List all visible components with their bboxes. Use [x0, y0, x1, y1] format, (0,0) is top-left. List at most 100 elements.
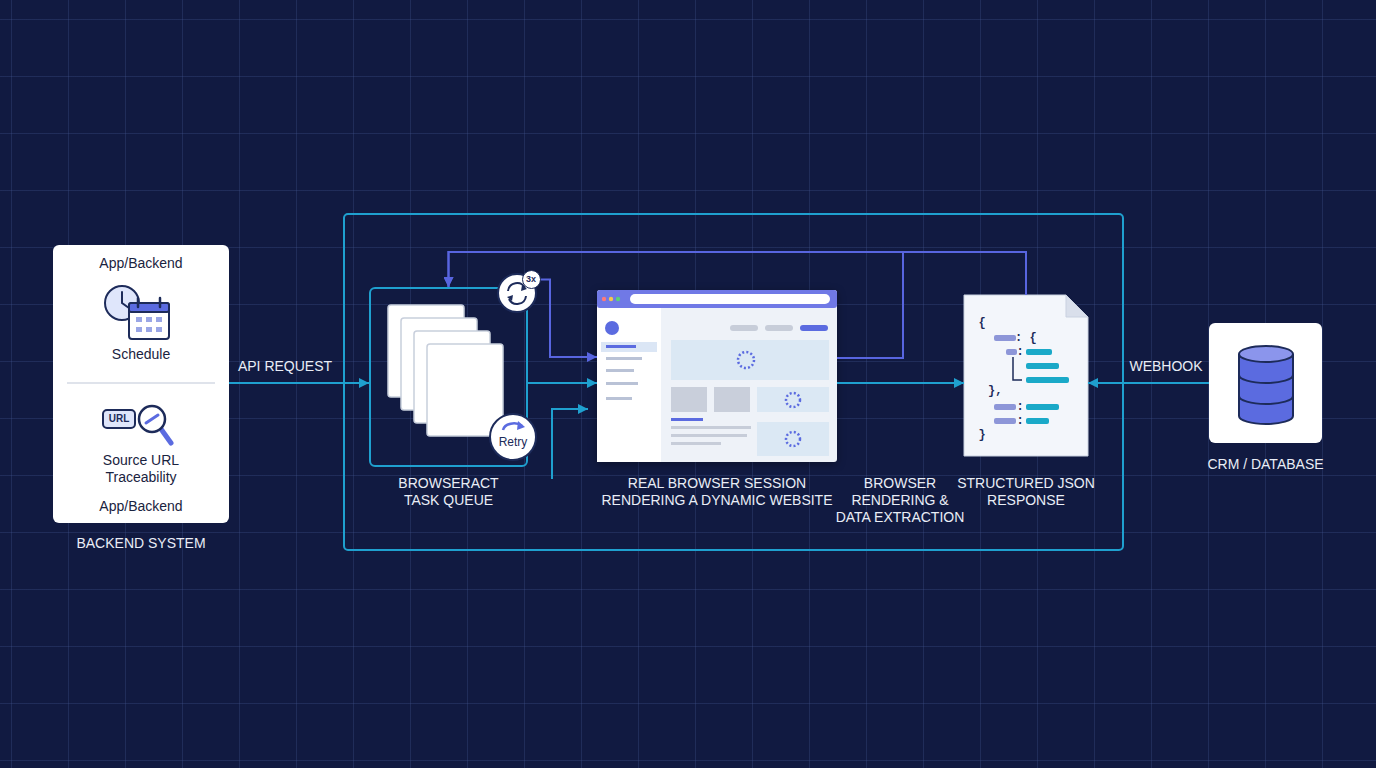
refresh-arc	[509, 296, 526, 304]
content-block	[714, 387, 750, 412]
node-label: App/Backend	[53, 255, 229, 272]
task-card	[414, 331, 490, 423]
calendar-ring	[159, 298, 162, 307]
text-line	[671, 434, 747, 437]
node-label: Schedule	[53, 346, 229, 363]
json-brace: },	[988, 384, 1006, 398]
connector	[449, 252, 904, 358]
window-dot	[616, 297, 620, 301]
task-card	[388, 305, 464, 397]
menu-line	[606, 382, 638, 385]
json-value	[1026, 349, 1052, 355]
calendar-cell	[156, 327, 162, 332]
node-label: 3x	[523, 271, 539, 287]
json-colon: :	[1015, 414, 1025, 428]
window-dot	[602, 297, 606, 301]
node-label: Retry	[491, 435, 535, 449]
refresh-icon	[498, 274, 536, 312]
content-panel	[757, 387, 829, 412]
loading-spinner	[786, 432, 800, 446]
database-ring	[1239, 396, 1293, 404]
browser-illustration	[597, 290, 837, 462]
input-line	[552, 409, 588, 479]
text-line	[671, 418, 703, 421]
divider-line	[67, 382, 215, 384]
address-bar	[630, 294, 830, 304]
connector	[229, 382, 369, 384]
content-panel	[757, 422, 829, 456]
tab-pill	[800, 325, 828, 331]
json-value	[1026, 363, 1059, 369]
task-card	[401, 318, 477, 410]
edge-label: BROWSER RENDERING & DATA EXTRACTION	[832, 475, 968, 526]
menu-line	[606, 345, 636, 348]
loading-spinner	[738, 352, 754, 368]
json-value	[1026, 377, 1069, 383]
task-queue-box: BROWSERACT TASK QUEUE3xRetry	[369, 287, 528, 467]
calendar-header	[129, 303, 169, 312]
retry-icon	[503, 421, 525, 430]
task-cards	[388, 305, 503, 436]
content-panel	[671, 340, 829, 380]
json-document-shape	[964, 295, 1088, 456]
text-line	[671, 426, 751, 429]
database-ring	[1239, 375, 1293, 383]
node-label: STRUCTURED JSON RESPONSE	[956, 475, 1096, 509]
database-icon	[1239, 346, 1293, 424]
json-value	[1026, 418, 1049, 424]
calendar-cell	[136, 317, 142, 322]
url-badge	[103, 410, 135, 428]
document-fold	[1066, 295, 1088, 317]
calendar-body	[129, 303, 169, 339]
edge-label: API REQUEST	[235, 358, 335, 375]
clock-hands	[122, 292, 129, 308]
document-page	[964, 295, 1088, 456]
menu-line	[606, 357, 642, 360]
json-colon: :	[1015, 345, 1025, 359]
calendar-cell	[146, 327, 152, 332]
avatar	[605, 321, 619, 335]
system-container	[344, 214, 1123, 550]
json-brace: {	[976, 316, 988, 330]
connector	[837, 382, 964, 384]
connector	[449, 252, 1027, 295]
calendar-cell	[156, 317, 162, 322]
refresh-arrow	[521, 285, 527, 291]
backend-box: App/BackendScheduleSource URL Traceabili…	[53, 245, 229, 523]
clock-face	[105, 286, 139, 320]
schedule-icon	[105, 286, 169, 339]
node-label: BROWSERACT TASK QUEUE	[384, 475, 514, 509]
json-colon: :	[1015, 400, 1025, 414]
connector	[528, 382, 597, 384]
retry-circle: Retry	[489, 413, 537, 461]
magnifier-handle	[161, 429, 171, 443]
json-key	[994, 335, 1016, 341]
sidebar	[597, 308, 661, 462]
loading-spinner	[786, 393, 800, 407]
retry-arc	[503, 423, 522, 430]
json-key	[994, 404, 1016, 410]
edge-label: WEBHOOK	[1121, 358, 1211, 375]
node-label: REAL BROWSER SESSION RENDERING A DYNAMIC…	[592, 475, 842, 509]
node-label: Source URL Traceability	[81, 452, 201, 486]
json-key	[994, 418, 1016, 424]
magnifier-lens	[139, 406, 165, 432]
window-dot	[609, 297, 613, 301]
task-card	[427, 344, 503, 436]
node-label: App/Backend	[53, 498, 229, 515]
text-line	[671, 442, 721, 445]
tree-line	[1013, 357, 1022, 380]
json-brace: }	[976, 428, 988, 442]
json-brace: : {	[1015, 331, 1039, 345]
retry-arrow	[517, 421, 525, 430]
browser-window: REAL BROWSER SESSION RENDERING A DYNAMIC…	[597, 290, 837, 462]
connector	[541, 280, 597, 358]
url-text: URL	[103, 412, 135, 426]
url-trace-icon	[103, 406, 171, 443]
database-top	[1239, 346, 1293, 362]
json-code-bars	[994, 335, 1069, 424]
